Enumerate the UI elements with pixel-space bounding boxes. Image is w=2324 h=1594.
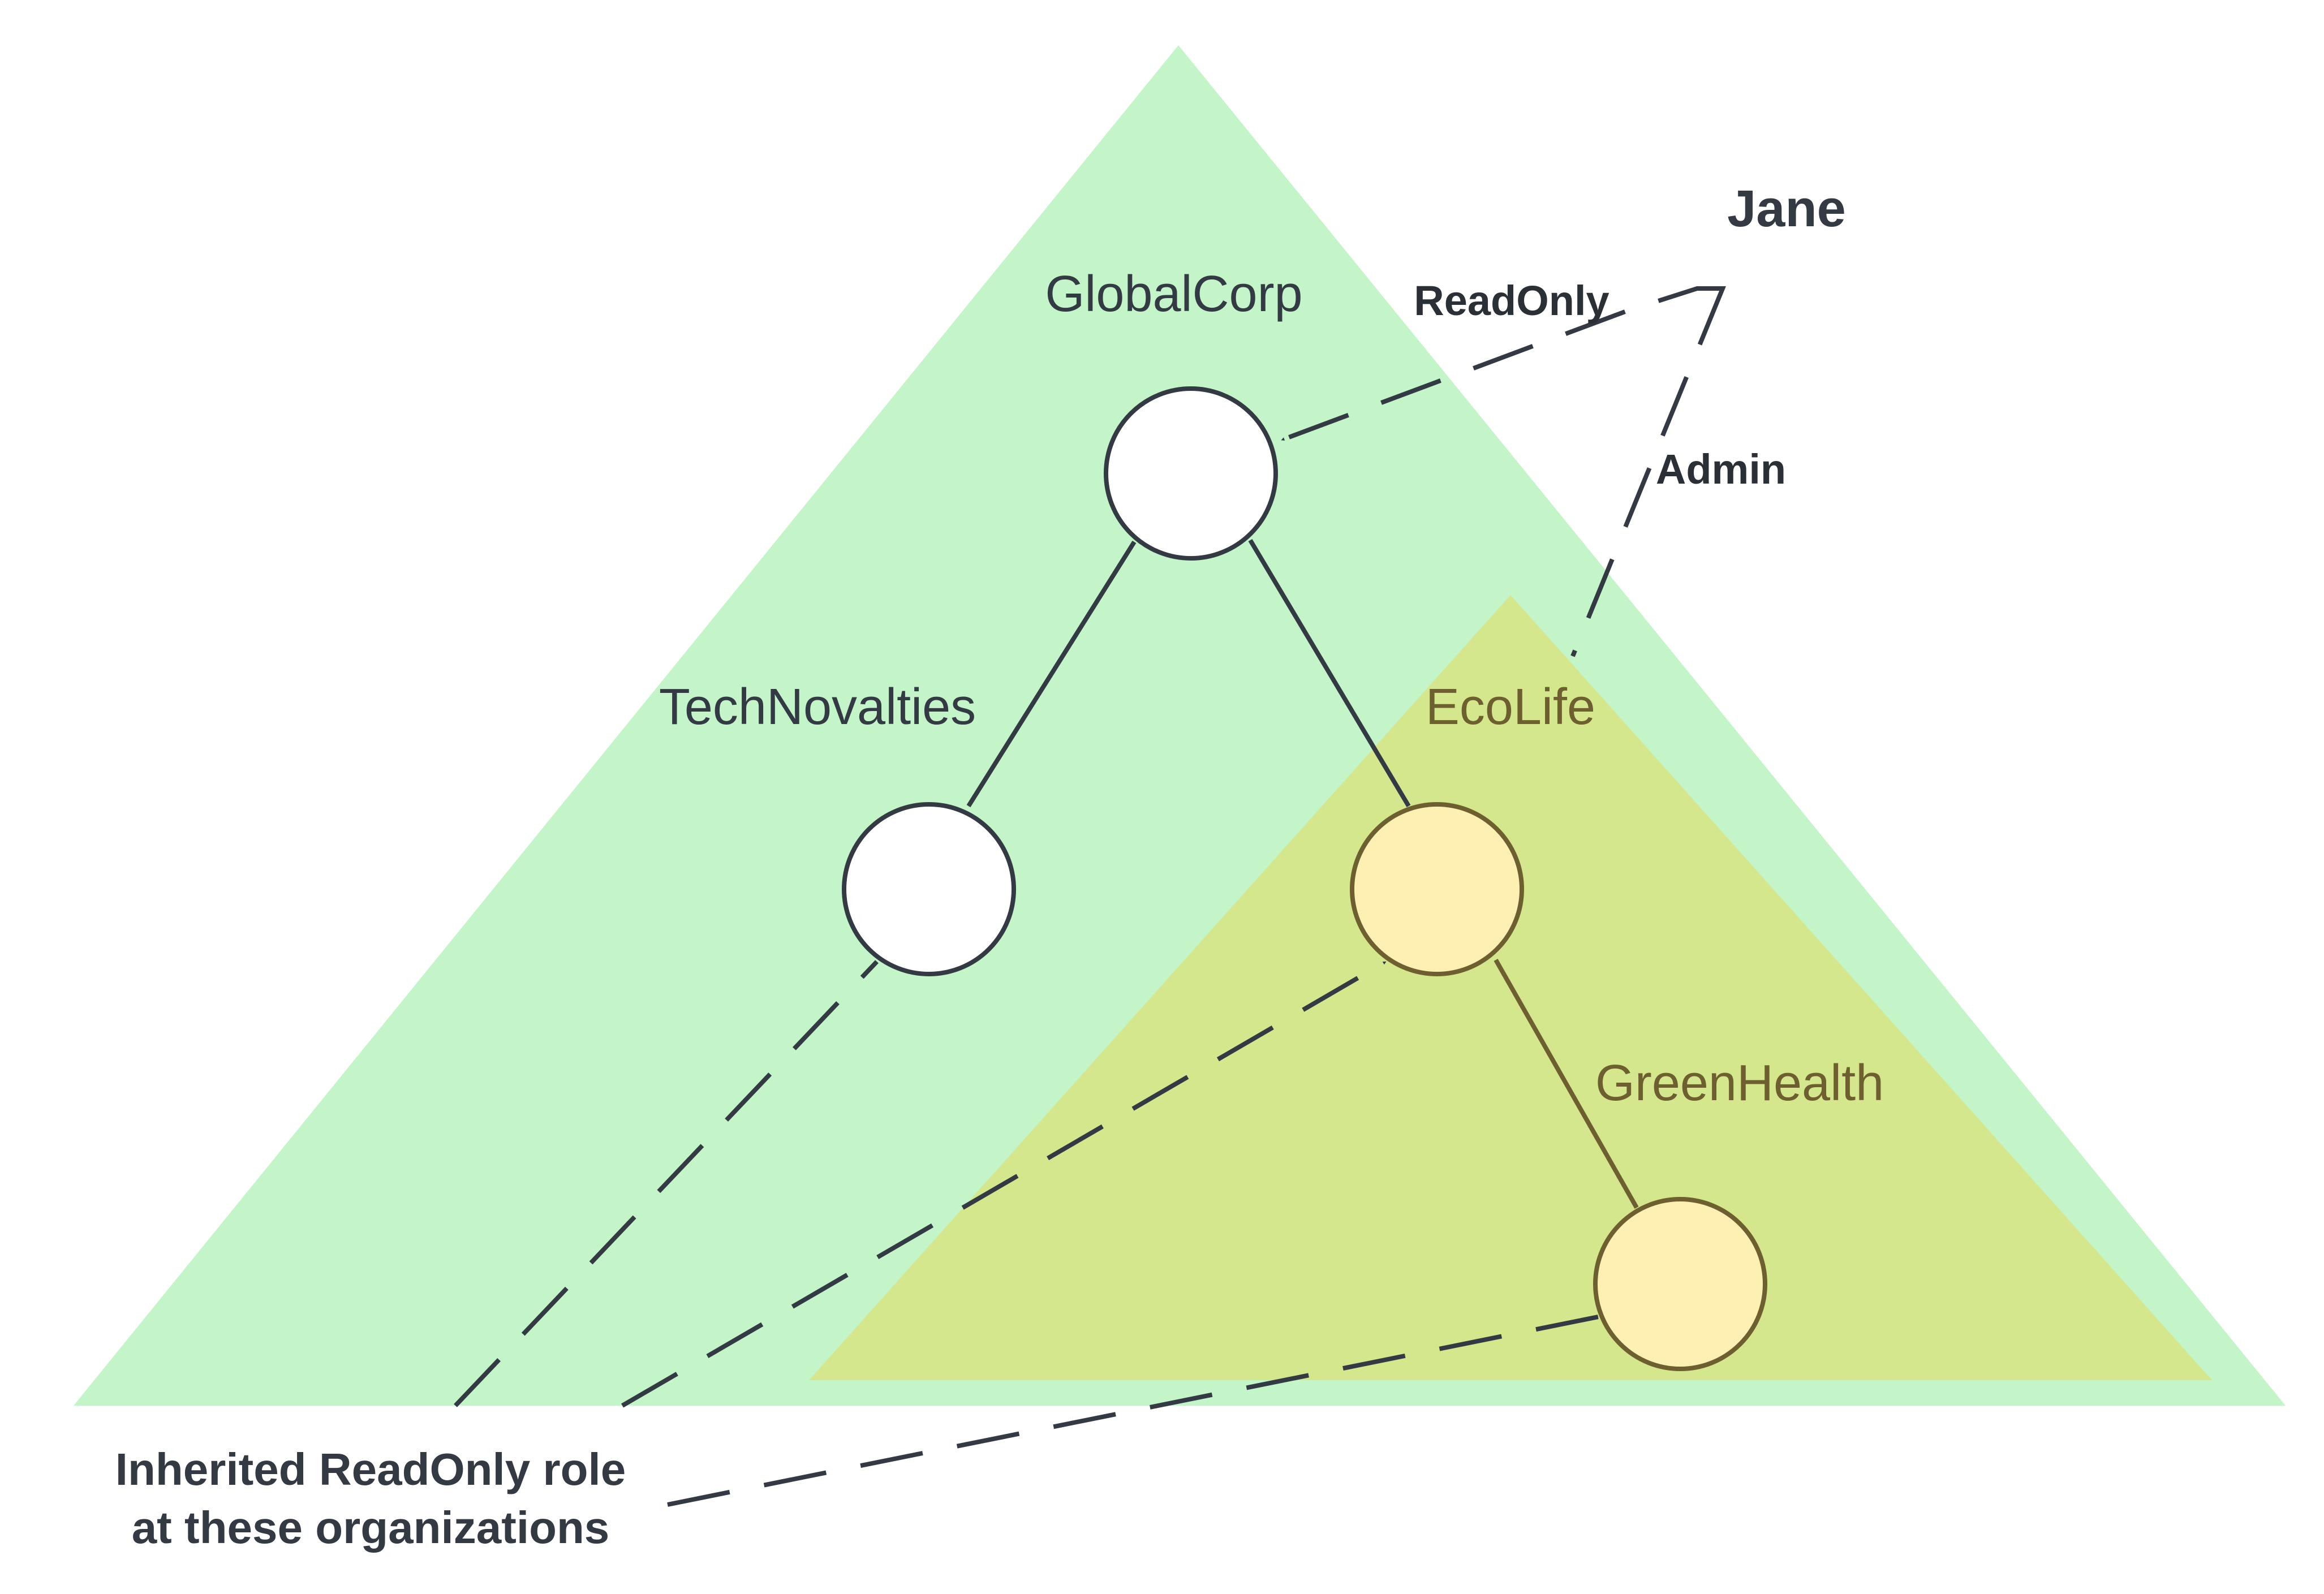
inherited-arrow-technovalties xyxy=(454,960,879,1407)
edge-globalcorp-ecolife xyxy=(1248,538,1411,808)
edge-ecolife-greenhealth xyxy=(1494,959,1639,1209)
inherited-arrow-ecolife xyxy=(621,959,1388,1408)
node-technovalties xyxy=(842,802,1016,976)
org-label-technovalties: TechNovalties xyxy=(659,679,976,735)
inherited-note-line-1: Inherited ReadOnly role xyxy=(115,1444,626,1494)
inherited-note-line-2: at these organizations xyxy=(132,1502,610,1553)
node-greenhealth xyxy=(1593,1197,1767,1371)
admin-assignment-arrow xyxy=(1570,286,1726,657)
node-ecolife xyxy=(1350,802,1524,976)
edge-globalcorp-technovalties xyxy=(966,540,1137,808)
role-label-readonly: ReadOnly xyxy=(1414,277,1609,324)
inherited-arrow-greenhealth xyxy=(667,1315,1599,1507)
org-label-ecolife: EcoLife xyxy=(1426,679,1595,735)
node-globalcorp xyxy=(1104,386,1278,561)
role-label-admin: Admin xyxy=(1656,446,1786,493)
user-label-jane: Jane xyxy=(1727,180,1846,238)
org-label-globalcorp: GlobalCorp xyxy=(1045,266,1302,322)
readonly-assignment-arrow xyxy=(1280,286,1720,442)
org-label-greenhealth: GreenHealth xyxy=(1595,1055,1884,1112)
